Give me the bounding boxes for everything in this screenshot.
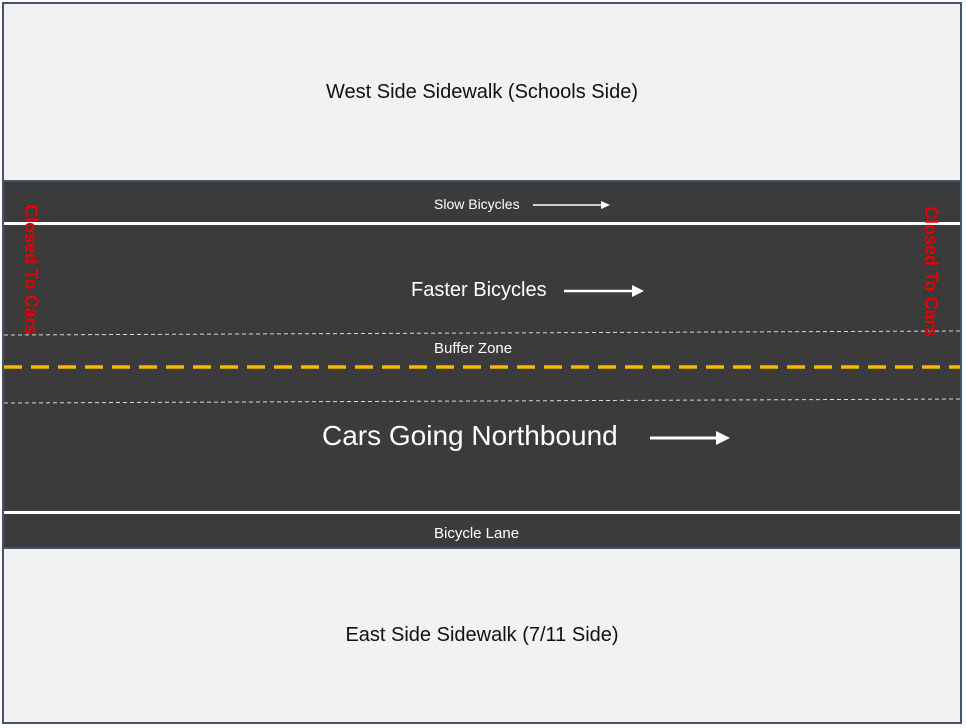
slow-bicycles-label: Slow Bicycles	[434, 196, 520, 212]
faster-arrow-icon	[564, 285, 644, 297]
bike-lane-line	[4, 511, 960, 514]
cars-arrow-icon	[650, 431, 730, 445]
faster-bicycles-label: Faster Bicycles	[411, 279, 547, 301]
buffer-dashed-line-top	[4, 330, 960, 336]
buffer-zone-label: Buffer Zone	[434, 340, 513, 357]
west-sidewalk: West Side Sidewalk (Schools Side)	[4, 4, 960, 180]
closed-to-cars-left: Closed To Cars	[21, 204, 41, 335]
road-markings	[4, 201, 960, 445]
east-sidewalk: East Side Sidewalk (7/11 Side)	[4, 549, 960, 722]
closed-to-cars-right: Closed To Cars	[921, 206, 941, 337]
west-sidewalk-label: West Side Sidewalk (Schools Side)	[326, 80, 638, 103]
east-sidewalk-label: East Side Sidewalk (7/11 Side)	[345, 624, 619, 646]
bicycle-lane-label: Bicycle Lane	[434, 525, 520, 542]
slow-arrow-icon	[533, 201, 610, 209]
buffer-dashed-line-bottom	[4, 398, 960, 404]
cars-northbound-label: Cars Going Northbound	[322, 420, 618, 451]
lane-divider-line	[4, 222, 960, 225]
road: Slow Bicycles Faster Bicycles Buffer Zon…	[4, 180, 960, 549]
